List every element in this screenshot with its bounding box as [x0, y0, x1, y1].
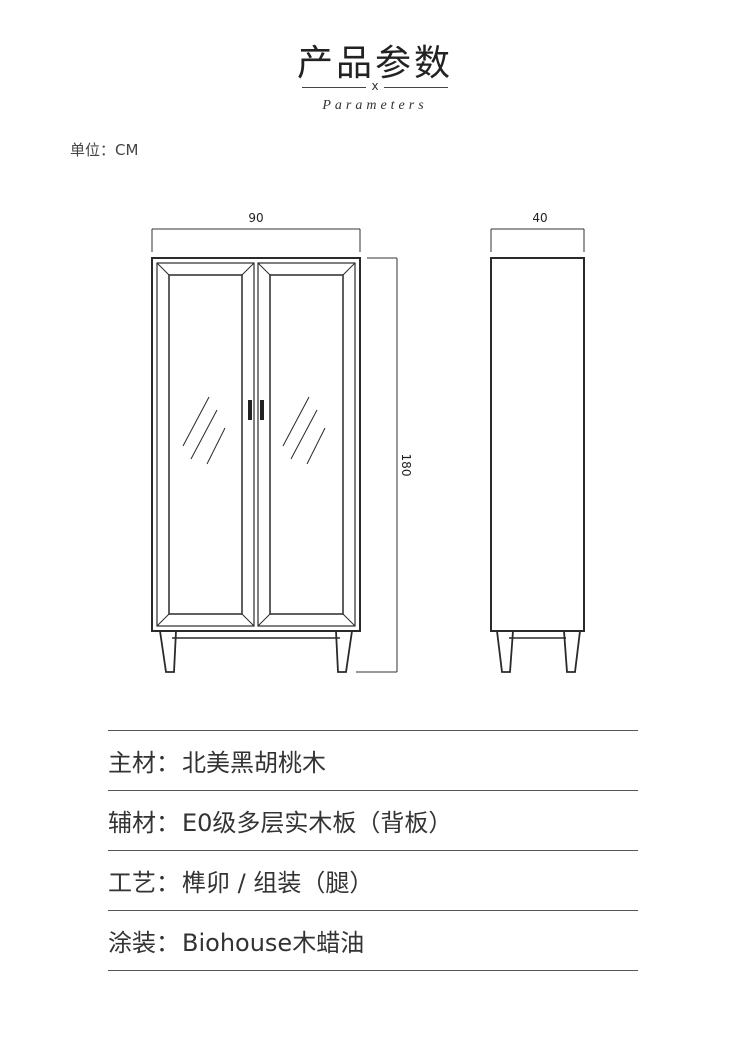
cabinet-drawing: 90 40 180 [151, 211, 585, 673]
spec-value: 榫卯 / 组装（腿） [182, 869, 374, 897]
divider-line-left [302, 87, 366, 88]
side-view [490, 257, 585, 673]
width-dimension [151, 228, 361, 252]
width-label: 90 [248, 211, 263, 225]
depth-dimension [490, 228, 585, 252]
right-door-handle [260, 400, 264, 420]
height-label: 180 [399, 454, 413, 477]
divider-mark: x [371, 79, 379, 93]
spec-row-craft: 工艺： 榫卯 / 组装（腿） [108, 850, 638, 910]
spec-row-auxiliary-material: 辅材： E0级多层实木板（背板） [108, 790, 638, 850]
spec-label: 辅材： [108, 809, 180, 837]
unit-label: 单位：CM [70, 141, 139, 159]
spec-label: 工艺： [108, 869, 180, 897]
divider-line-right [384, 87, 448, 88]
page-subtitle: Parameters [322, 98, 428, 113]
spec-label: 涂装： [108, 929, 180, 957]
height-dimension [356, 257, 398, 673]
spec-row-main-material: 主材： 北美黑胡桃木 [108, 730, 638, 790]
left-door-handle [248, 400, 252, 420]
page-title: 产品参数 [296, 43, 453, 84]
depth-label: 40 [532, 211, 547, 225]
spec-value: E0级多层实木板（背板） [182, 809, 453, 837]
front-view [151, 257, 361, 673]
spec-row-coating: 涂装： Biohouse木蜡油 [108, 910, 638, 971]
spec-value: Biohouse木蜡油 [182, 929, 365, 957]
title-divider: x [302, 79, 448, 93]
spec-list: 主材： 北美黑胡桃木 辅材： E0级多层实木板（背板） 工艺： 榫卯 / 组装（… [108, 730, 638, 971]
spec-value: 北美黑胡桃木 [182, 749, 326, 777]
spec-label: 主材： [108, 749, 180, 777]
